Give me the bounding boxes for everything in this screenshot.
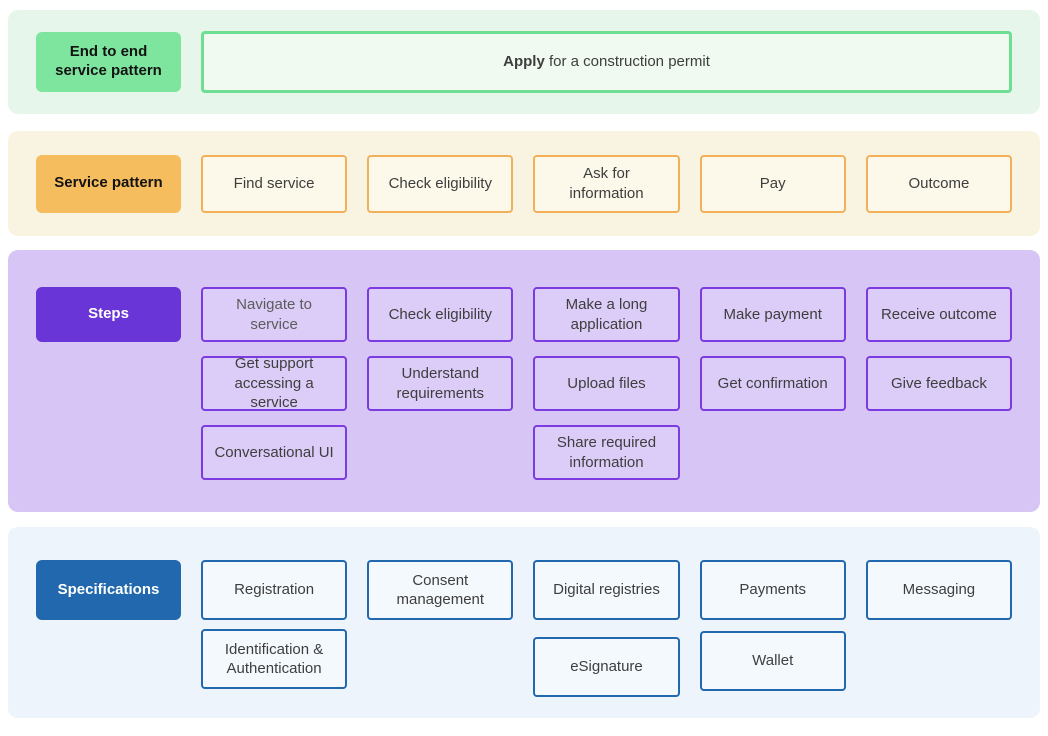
box-get-support-accessing-a-service: Get support accessing a service [201, 355, 348, 411]
box-make-a-long-application: Make a long application [533, 287, 680, 342]
box-apply-for-construction-permit: Apply for a construction permit [201, 31, 1012, 93]
label-steps: Steps [36, 287, 181, 342]
box-payments: Payments [699, 560, 846, 620]
box-ask-for-information: Ask for information [533, 154, 680, 213]
box-share-required-information: Share required information [533, 425, 680, 480]
apply-bold-text: Apply [503, 53, 545, 71]
box-registration: Registration [201, 560, 348, 620]
box-upload-files: Upload files [533, 356, 680, 411]
box-understand-requirements: Understand requirements [367, 356, 514, 411]
box-give-feedback: Give feedback [865, 356, 1012, 411]
apply-rest-text: for a construction permit [544, 53, 710, 71]
label-specifications: Specifications [36, 560, 181, 620]
box-messaging: Messaging [865, 560, 1012, 620]
box-consent-management: Consent management [367, 560, 514, 620]
label-service-pattern: Service pattern [36, 154, 181, 213]
label-end-to-end-service-pattern: End to end service pattern [36, 32, 181, 92]
box-check-eligibility: Check eligibility [367, 154, 514, 213]
box-identification-authentication: Identification & Authentication [201, 629, 348, 689]
box-esignature: eSignature [533, 637, 680, 697]
box-get-confirmation: Get confirmation [699, 356, 846, 411]
box-steps-check-eligibility: Check eligibility [367, 287, 514, 342]
band-end-to-end-service-pattern: End to end service pattern Apply for a c… [8, 10, 1040, 114]
box-make-payment: Make payment [699, 287, 846, 342]
band-service-pattern: Service pattern Find service Check eligi… [8, 131, 1040, 236]
box-receive-outcome: Receive outcome [865, 287, 1012, 342]
box-navigate-to-service: Navigate to service [201, 287, 348, 342]
box-find-service: Find service [201, 154, 348, 213]
box-wallet: Wallet [699, 631, 846, 691]
box-digital-registries: Digital registries [533, 560, 680, 620]
box-outcome: Outcome [865, 154, 1012, 213]
band-steps: Steps Navigate to service Get support ac… [8, 250, 1040, 512]
box-conversational-ui: Conversational UI [201, 425, 348, 480]
box-pay: Pay [699, 154, 846, 213]
band-specifications: Specifications Registration Identificati… [8, 527, 1040, 718]
